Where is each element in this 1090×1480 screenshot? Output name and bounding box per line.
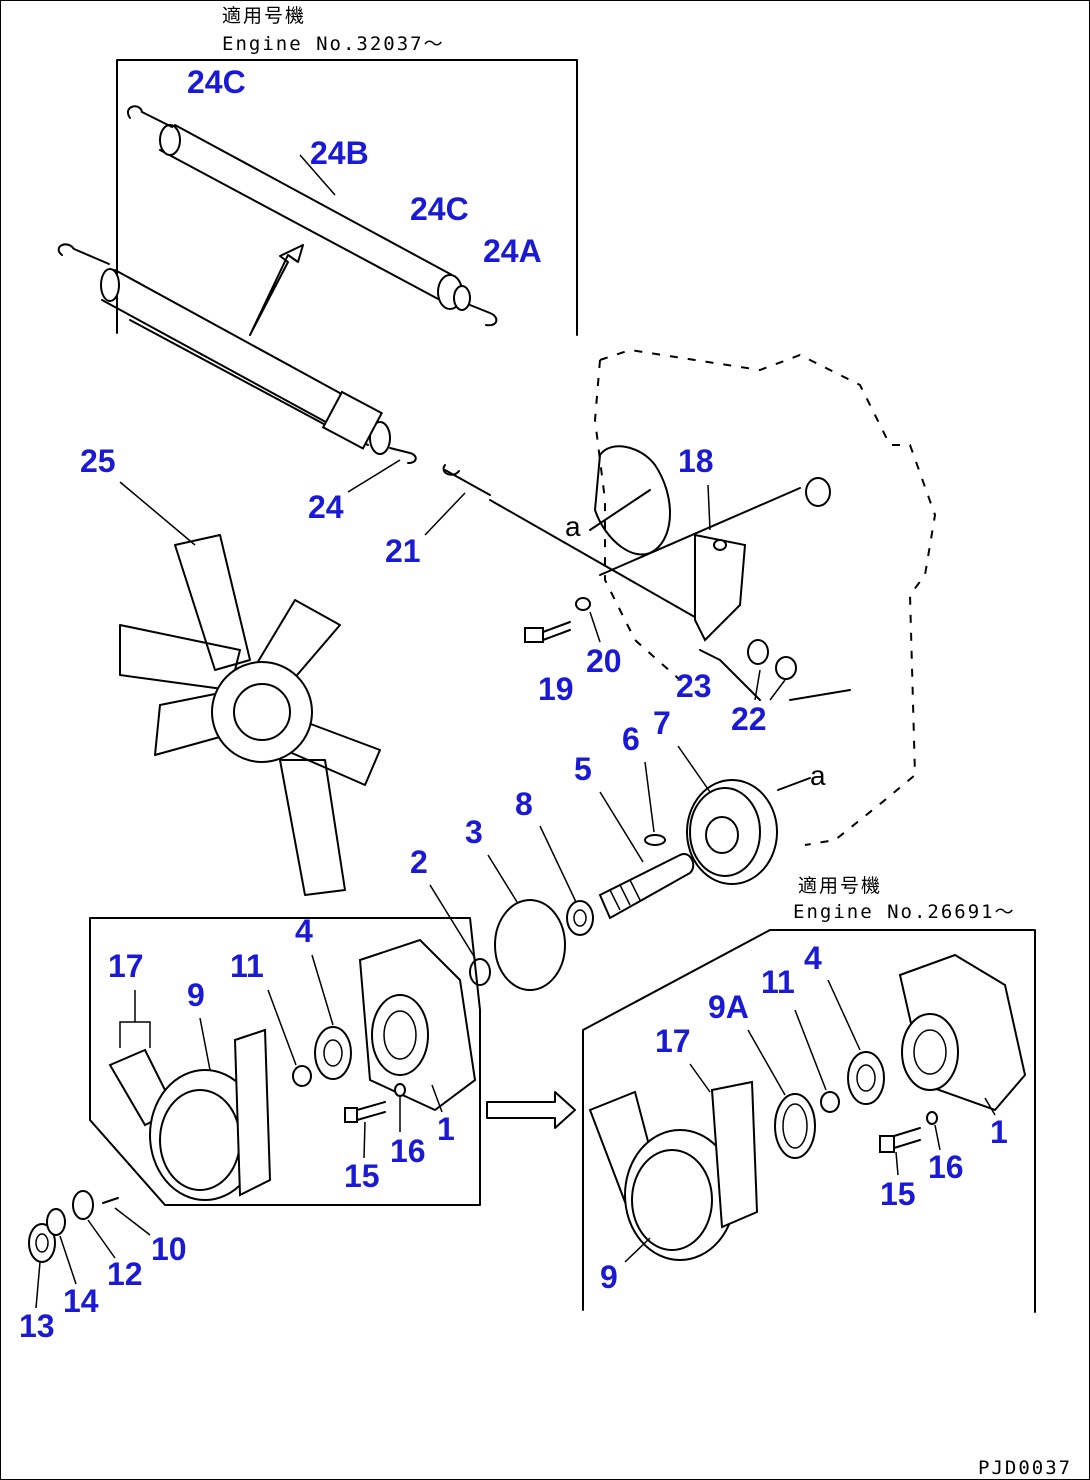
label-24C-mid: 24C — [410, 191, 469, 227]
label-6: 6 — [622, 721, 640, 757]
label-16-right: 16 — [928, 1149, 964, 1185]
label-10: 10 — [151, 1231, 187, 1267]
small-parts: 10 12 14 13 — [19, 1190, 187, 1344]
label-23: 23 — [676, 668, 712, 704]
label-4-left: 4 — [295, 913, 313, 949]
label-22: 22 — [731, 701, 767, 737]
bolt-19: 19 — [524, 621, 574, 707]
label-4-right: 4 — [804, 940, 822, 976]
label-7: 7 — [653, 705, 671, 741]
label-9-left: 9 — [187, 977, 205, 1013]
applicable-serial-en-top: Engine No.32037～ — [222, 33, 445, 55]
label-16-left: 16 — [390, 1133, 426, 1169]
label-9A: 9A — [708, 989, 749, 1025]
o-ring-3: 3 — [465, 814, 566, 991]
damper-tube-24B — [127, 105, 498, 327]
label-1-right: 1 — [990, 1114, 1008, 1150]
label-12: 12 — [107, 1256, 143, 1292]
applicable-serial-en-right: Engine No.26691～ — [793, 901, 1016, 923]
label-17-left: 17 — [108, 948, 144, 984]
label-24C-top: 24C — [187, 64, 246, 100]
nut-22: 22 — [731, 656, 797, 737]
drawing-code: PJD0037 — [978, 1457, 1072, 1479]
label-20: 20 — [586, 643, 622, 679]
right-assembly: 適用号機 Engine No.26691～ 17 9 9A 11 4 1 — [582, 875, 1036, 1313]
label-15-left: 15 — [344, 1158, 380, 1194]
top-inset: 適用号機 Engine No.32037～ 24C 24B 24C — [57, 5, 578, 525]
bracket-18: 18 — [678, 443, 747, 642]
label-13: 13 — [19, 1308, 55, 1344]
label-25: 25 — [80, 443, 116, 479]
label-8: 8 — [515, 786, 533, 822]
applicable-serial-jp-right: 適用号機 — [798, 875, 882, 897]
label-24: 24 — [308, 489, 344, 525]
label-2: 2 — [410, 844, 428, 880]
washer-23: 23 — [676, 639, 769, 704]
reference-a-lower: a — [810, 760, 826, 791]
left-assembly: 17 9 11 4 1 15 16 — [89, 913, 481, 1206]
applicable-serial-jp-top: 適用号機 — [222, 5, 306, 27]
washer-20: 20 — [575, 597, 622, 679]
label-3: 3 — [465, 814, 483, 850]
reference-a-upper: a — [565, 511, 581, 542]
pulley-7: a 7 — [653, 705, 826, 885]
label-17-right: 17 — [655, 1023, 691, 1059]
shaft-5: 5 — [574, 751, 695, 920]
label-24B: 24B — [310, 135, 369, 171]
housing: a — [565, 348, 937, 846]
label-15-right: 15 — [880, 1176, 916, 1212]
damper-tube-24 — [57, 243, 417, 464]
label-11-left: 11 — [230, 948, 264, 984]
label-5: 5 — [574, 751, 592, 787]
fan-25: 25 — [80, 443, 381, 896]
key-6: 6 — [622, 721, 666, 846]
label-11-right: 11 — [761, 964, 795, 1000]
label-9-right: 9 — [600, 1259, 618, 1295]
label-18: 18 — [678, 443, 714, 479]
bearing-8: 8 — [515, 786, 594, 936]
label-24A: 24A — [483, 233, 542, 269]
label-21: 21 — [385, 533, 421, 569]
label-1-left: 1 — [437, 1111, 455, 1147]
label-14: 14 — [63, 1283, 99, 1319]
label-19: 19 — [538, 671, 574, 707]
transition-arrow — [486, 1091, 576, 1129]
rod-21: 21 — [385, 464, 801, 621]
